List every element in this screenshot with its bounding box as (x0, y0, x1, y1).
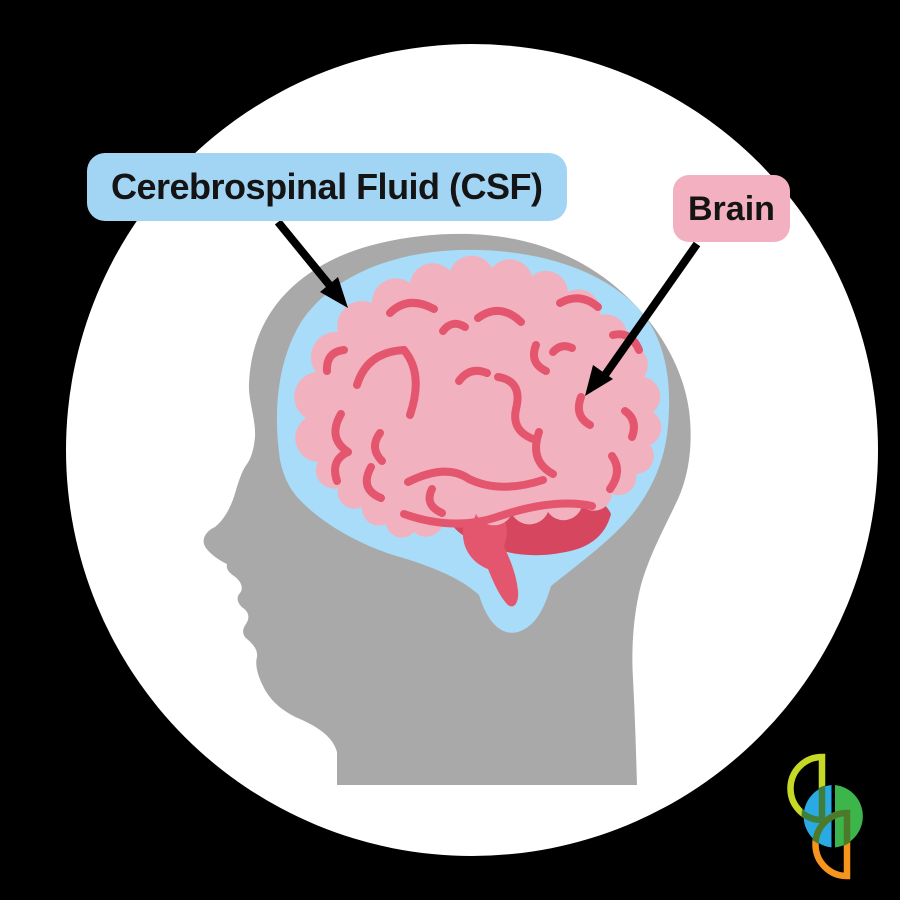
label-csf-text: Cerebrospinal Fluid (CSF) (111, 166, 543, 207)
csf-arrowhead (320, 277, 348, 308)
brain-sulci (322, 294, 643, 528)
label-brain-text: Brain (688, 189, 775, 228)
brain-arrow (585, 241, 701, 396)
label-csf: Cerebrospinal Fluid (CSF) (87, 153, 567, 221)
logo-yellow-d-overlap (801, 784, 826, 824)
brain (294, 255, 662, 538)
brain-arrow-line (601, 241, 701, 378)
csf-arrow (274, 219, 348, 308)
brain-arrowhead (585, 365, 613, 396)
label-brain: Brain (673, 175, 790, 242)
csf-arrow-line (274, 219, 335, 290)
logo (787, 753, 863, 880)
brainstem (462, 513, 519, 607)
